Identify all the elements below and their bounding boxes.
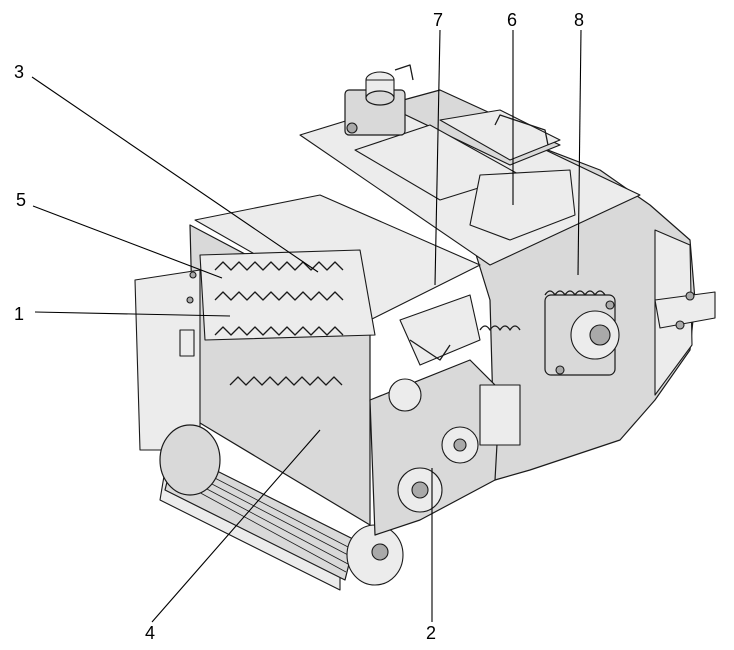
drive-gearbox [369,294,521,536]
pump-coupling [544,294,620,376]
callout-6: 6 [507,10,517,30]
callout-5: 5 [16,190,26,210]
callout-8: 8 [574,10,584,30]
filler-cap [344,64,414,136]
lower-roller [159,424,404,591]
leader-lines [31,29,582,623]
upper-roll-housing [134,194,481,526]
callout-1: 1 [14,304,24,324]
callout-7: 7 [433,10,443,30]
callout-labels: 1 2 3 4 5 6 7 8 [14,10,584,643]
callout-2: 2 [426,623,436,643]
callout-4: 4 [145,623,155,643]
callout-3: 3 [14,62,24,82]
top-frame [299,89,641,266]
